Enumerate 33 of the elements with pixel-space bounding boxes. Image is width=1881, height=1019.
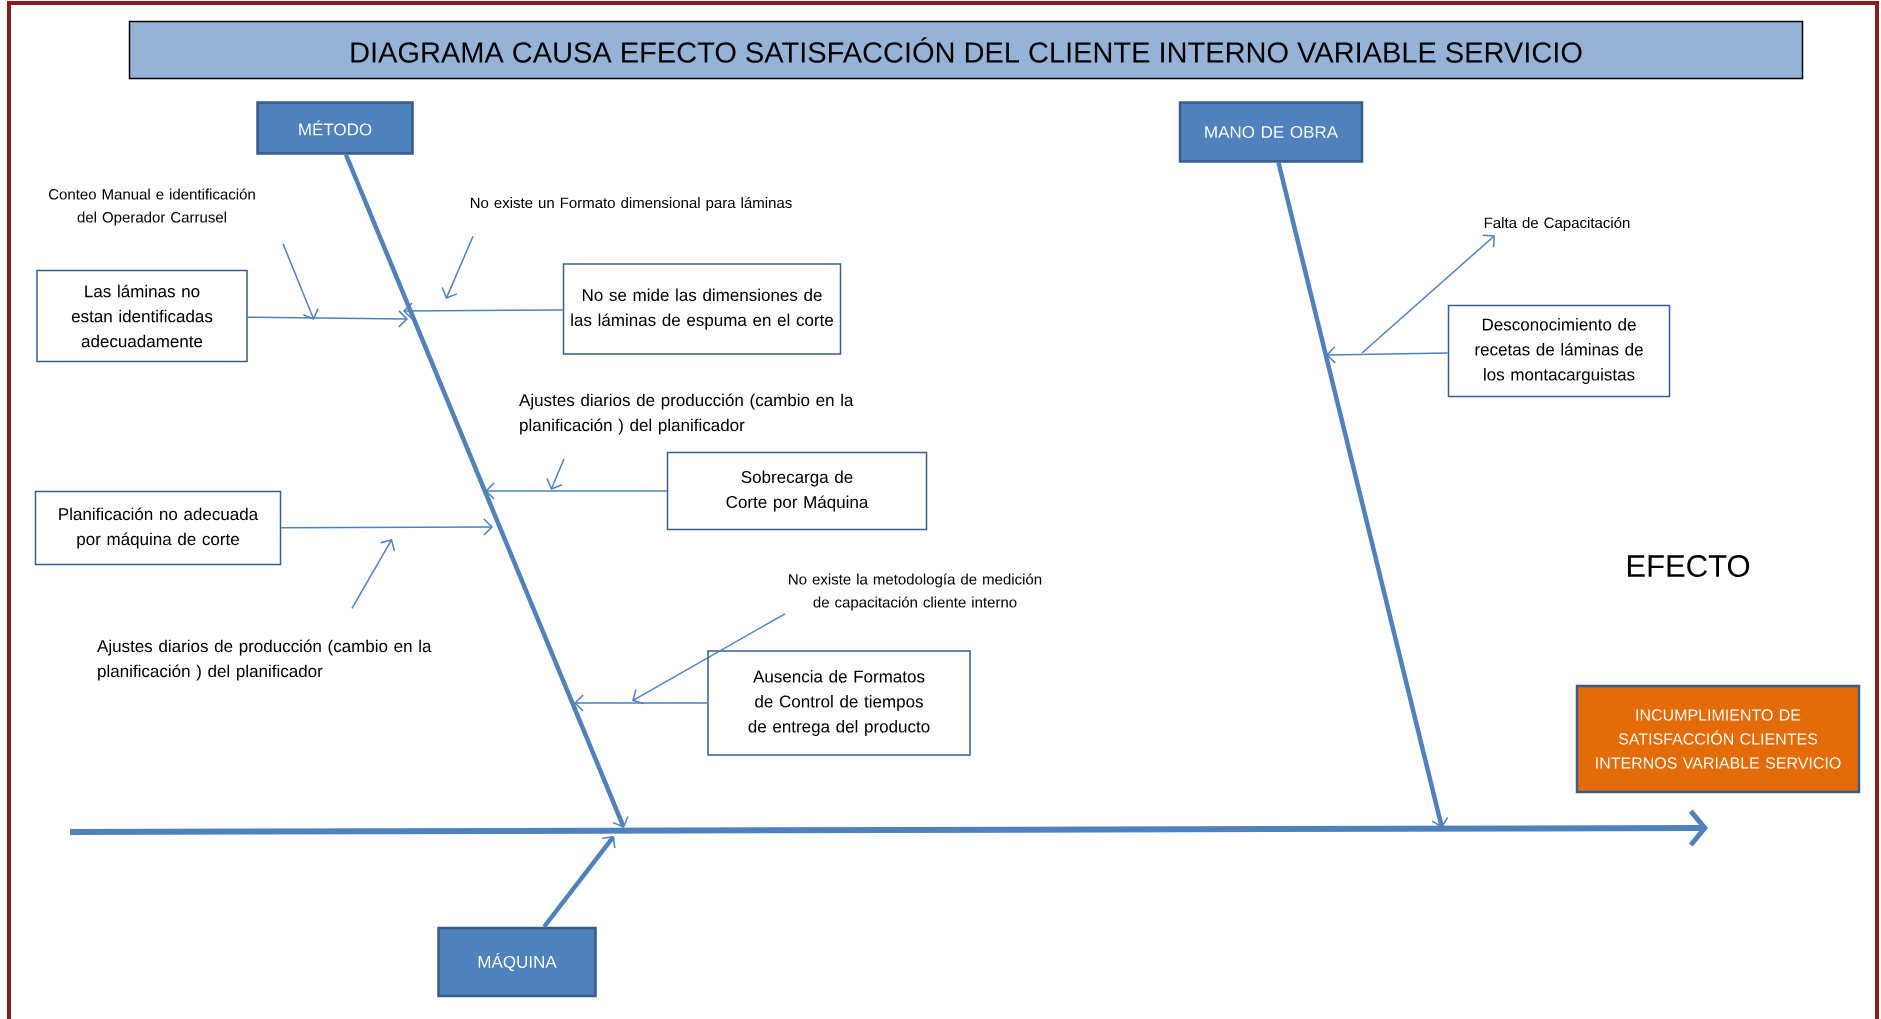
cause-box: Desconocimiento de recetas de láminas de los montacarguistas bbox=[1447, 304, 1671, 398]
arrow bbox=[632, 613, 786, 705]
arrow bbox=[280, 518, 493, 536]
arrow bbox=[574, 694, 708, 712]
cause-note: No existe un Formato dimensional para láminas bbox=[470, 196, 792, 212]
arrow bbox=[1326, 346, 1449, 364]
cause-box: Las láminas no estan identificadas adecuadamente bbox=[36, 269, 248, 363]
arrow bbox=[485, 482, 668, 500]
cause-note: Ajustes diarios de producción (cambio en la planificación ) del planificador bbox=[97, 639, 432, 681]
arrow bbox=[343, 153, 629, 828]
cause-note: Ajustes diarios de producción (cambio en la planificación ) del planificador bbox=[519, 393, 854, 435]
cause-note: Falta de Capacitación bbox=[1484, 216, 1630, 232]
cause-note: No existe la metodología de medición de capacitación cliente interno bbox=[789, 573, 1042, 611]
arrow bbox=[282, 243, 319, 320]
cause-box: Planificación no adecuada por máquina de corte bbox=[34, 490, 282, 566]
category-box: MANO DE OBRA bbox=[1178, 101, 1364, 163]
arrow bbox=[351, 539, 396, 609]
arrow bbox=[1361, 234, 1495, 354]
effect-box: INCUMPLIMIENTO DE SATISFACCIÓN CLIENTES INTERNOS VARIABLE SERVICIO bbox=[1575, 684, 1861, 794]
arrow bbox=[403, 302, 564, 320]
cause-box: Ausencia de Formatos de Control de tiempos de entrega del producto bbox=[707, 650, 971, 756]
cause-box: Sobrecarga de Corte por Máquina bbox=[666, 451, 928, 531]
arrow bbox=[546, 457, 565, 490]
arrow bbox=[247, 310, 408, 328]
arrow bbox=[1276, 162, 1449, 828]
arrow bbox=[542, 836, 616, 929]
cause-note: Conteo Manual e identificación del Operador Carrusel bbox=[48, 188, 255, 226]
arrow bbox=[441, 235, 474, 299]
category-box: MÉTODO bbox=[256, 101, 414, 155]
category-box: MÁQUINA bbox=[437, 926, 597, 998]
effect-label: EFECTO bbox=[1627, 555, 1750, 577]
cause-box: No se mide las dimensiones de las láminas de espuma en el corte bbox=[562, 263, 842, 355]
title-band: DIAGRAMA CAUSA EFECTO SATISFACCIÓN DEL CLIENTE INTERNO VARIABLE SERVICIO bbox=[128, 20, 1804, 80]
